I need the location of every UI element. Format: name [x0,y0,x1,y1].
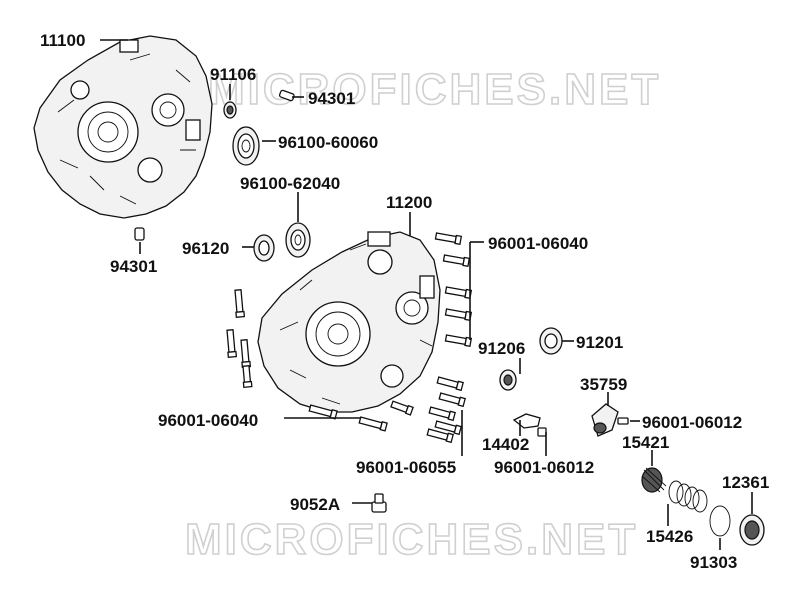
leader-lines [100,39,753,550]
part-label-91201: 91201 [576,333,623,352]
part-label-11100: 11100 [40,31,85,50]
fitting-9052A-drawing [371,493,387,513]
watermark-bottom: MICROFICHES.NET [185,515,638,564]
bearing-96120-drawing [253,234,275,262]
crankcase-left-drawing [33,35,213,219]
bolt-96001-06012-right-drawing [617,417,629,425]
spring-15426-drawing [668,480,708,513]
part-label-15421: 15421 [622,433,669,452]
part-label-96100-62040: 96100-62040 [240,174,340,193]
part-label-14402: 14402 [482,435,529,454]
part-label-96001-06040-top: 96001-06040 [488,234,588,253]
part-label-96001-06040-left: 96001-06040 [158,411,258,430]
part-label-9052A: 9052A [290,495,340,514]
bolts-96001-06040-top-drawing [434,232,473,348]
oring-91303-drawing [709,505,731,537]
plug-12361-drawing [739,514,765,546]
part-label-96001-06012-right: 96001-06012 [642,413,742,432]
part-label-35759: 35759 [580,375,627,394]
sensor-35759-drawing [591,403,619,437]
part-label-15426: 15426 [646,527,693,546]
bolts-96001-06055-drawing [426,376,466,444]
dowel-94301-left-drawing [134,227,145,241]
crankcase-right-drawing [257,231,441,413]
bearing-96100-62040-drawing [285,222,311,258]
part-label-91106: 91106 [210,65,256,84]
filter-15421-drawing [641,467,667,493]
part-label-94301-top: 94301 [308,89,355,108]
seal-91206-drawing [499,369,517,391]
seal-91106-drawing [223,101,237,119]
part-label-91303: 91303 [690,553,737,572]
seal-91201-drawing [539,327,563,355]
part-label-11200: 11200 [386,193,432,212]
dowel-94301-top-drawing [278,89,295,102]
part-label-96001-06012-center: 96001-06012 [494,458,594,477]
bearing-96100-60060-drawing [232,126,260,166]
part-label-96001-06055: 96001-06055 [356,458,456,477]
bolts-96001-06040-left-drawing [226,289,414,432]
part-label-94301-left: 94301 [110,257,157,276]
part-label-96120: 96120 [182,239,229,258]
part-label-96100-60060: 96100-60060 [278,133,378,152]
part-label-12361: 12361 [722,473,769,492]
bolt-96001-06012-center-drawing [537,427,547,437]
bracket-14402-drawing [512,413,541,429]
part-label-91206: 91206 [478,339,525,358]
watermark-top: MICROFICHES.NET [208,65,661,114]
